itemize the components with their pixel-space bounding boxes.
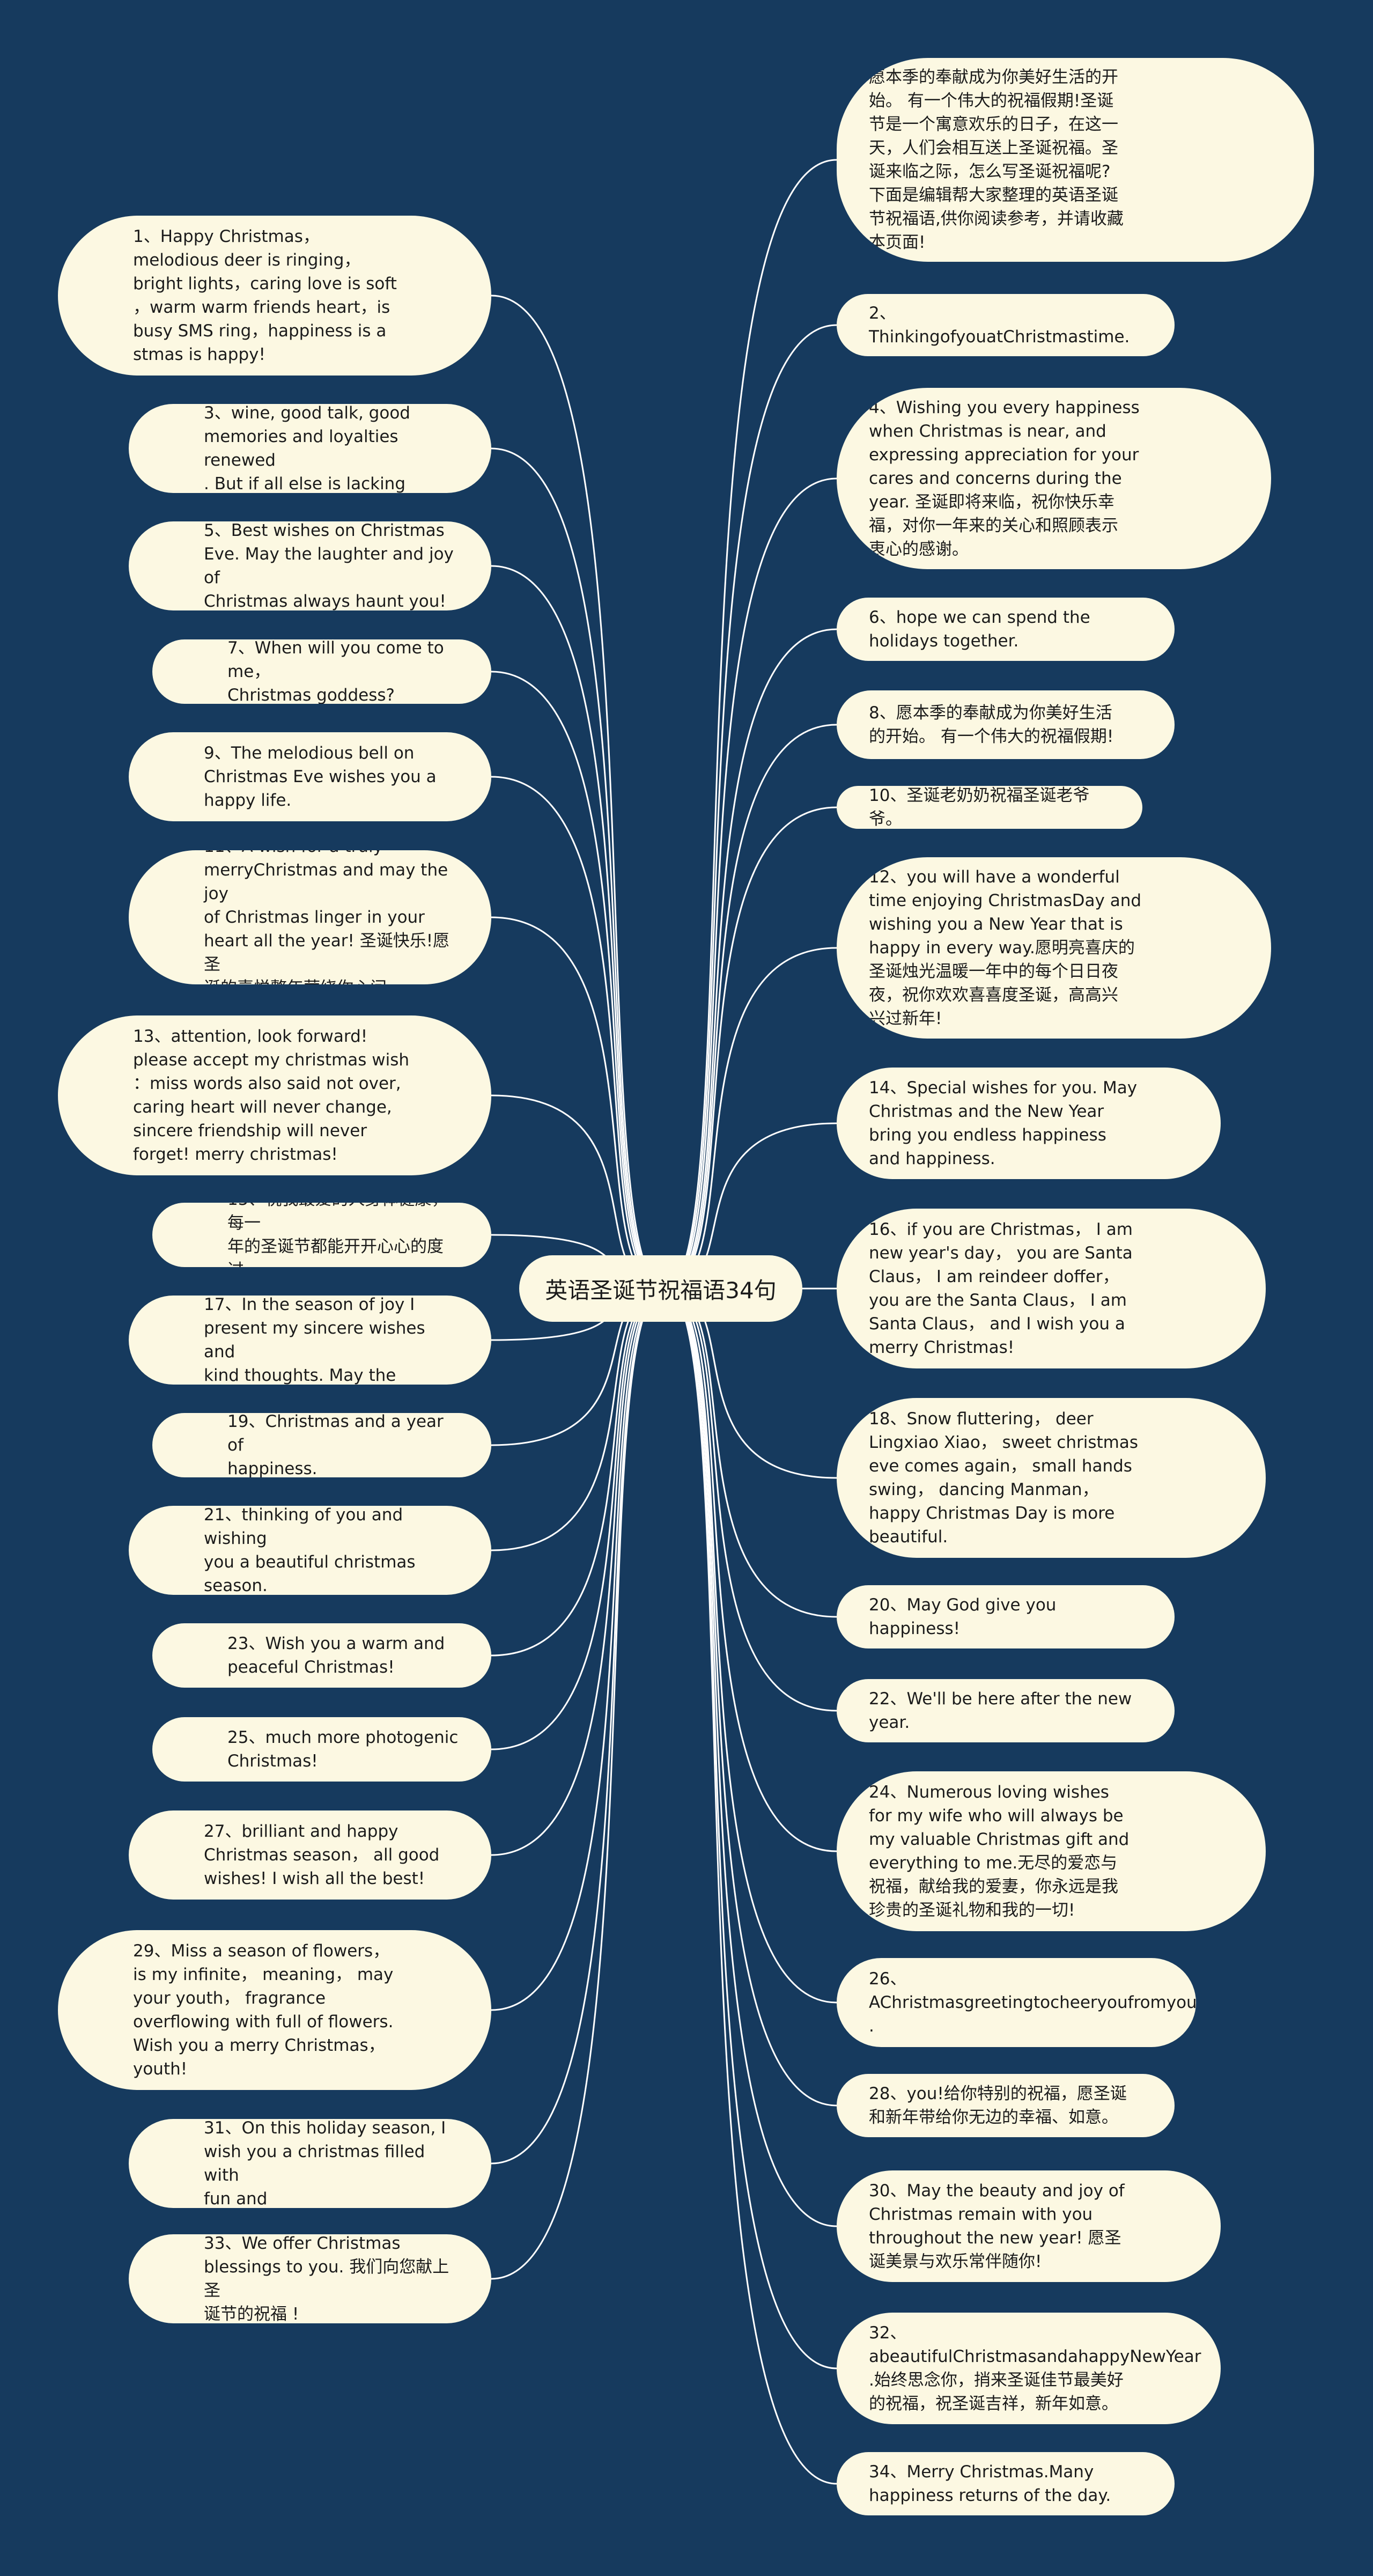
topic-node-text: 愿本季的奉献成为你美好生活的开 始。 有一个伟大的祝福假期!圣诞 节是一个寓意欢… — [869, 67, 1124, 253]
topic-node-text: 4、Wishing you every happiness when Chris… — [869, 398, 1140, 560]
connector-n31 — [491, 1287, 666, 2165]
topic-node-text: 30、May the beauty and joy of Christmas r… — [869, 2181, 1125, 2272]
topic-node-n7[interactable]: 7、When will you come to me， Christmas go… — [152, 639, 491, 704]
connector-n7 — [491, 671, 666, 1290]
topic-node-text: 13、attention, look forward! please accep… — [133, 1026, 409, 1165]
topic-node-intro[interactable]: 愿本季的奉献成为你美好生活的开 始。 有一个伟大的祝福假期!圣诞 节是一个寓意欢… — [837, 58, 1314, 262]
connector-n6 — [665, 628, 837, 1290]
topic-node-n6[interactable]: 6、hope we can spend the holidays togethe… — [837, 598, 1175, 661]
connector-intro — [665, 159, 837, 1290]
topic-node-text: 28、you!给你特别的祝福，愿圣诞 和新年带给你无边的幸福、如意。 — [869, 2084, 1127, 2127]
topic-node-n23[interactable]: 23、Wish you a warm and peaceful Christma… — [152, 1623, 491, 1688]
topic-node-n5[interactable]: 5、Best wishes on Christmas Eve. May the … — [129, 521, 491, 610]
connector-n23 — [491, 1287, 666, 1657]
topic-node-text: 1、Happy Christmas， melodious deer is rin… — [133, 226, 397, 365]
topic-node-n26[interactable]: 26、 AChristmasgreetingtocheeryoufromyou … — [837, 1958, 1196, 2047]
topic-node-n25[interactable]: 25、much more photogenic Christmas! — [152, 1717, 491, 1782]
topic-node-text: 21、thinking of you and wishing you a bea… — [204, 1506, 416, 1595]
connector-n22 — [665, 1287, 837, 1712]
topic-node-n33[interactable]: 33、We offer Christmas blessings to you. … — [129, 2234, 491, 2323]
central-topic[interactable]: 英语圣诞节祝福语34句 — [519, 1255, 802, 1322]
topic-node-n22[interactable]: 22、We'll be here after the new year. — [837, 1679, 1175, 1742]
topic-node-text: 6、hope we can spend the holidays togethe… — [869, 607, 1090, 651]
topic-node-n2[interactable]: 2、 ThinkingofyouatChristmastime. — [837, 294, 1175, 356]
connector-n27 — [491, 1287, 666, 1856]
connector-n33 — [491, 1287, 666, 2280]
connector-n28 — [665, 1287, 837, 2107]
topic-node-n20[interactable]: 20、May God give you happiness! — [837, 1585, 1175, 1648]
connector-n3 — [491, 447, 666, 1290]
topic-node-n19[interactable]: 19、Christmas and a year of happiness. — [152, 1413, 491, 1477]
topic-node-n10[interactable]: 10、圣诞老奶奶祝福圣诞老爷爷。 — [837, 786, 1142, 829]
topic-node-n13[interactable]: 13、attention, look forward! please accep… — [58, 1015, 491, 1175]
topic-node-n8[interactable]: 8、愿本季的奉献成为你美好生活 的开始。 有一个伟大的祝福假期! — [837, 690, 1175, 759]
topic-node-n32[interactable]: 32、 abeautifulChristmasandahappyNewYear … — [837, 2313, 1221, 2424]
topic-node-text: 2、 ThinkingofyouatChristmastime. — [869, 303, 1130, 347]
topic-node-n1[interactable]: 1、Happy Christmas， melodious deer is rin… — [58, 216, 491, 376]
topic-node-text: 18、Snow fluttering， deer Lingxiao Xiao， … — [869, 1409, 1139, 1547]
topic-node-text: 34、Merry Christmas.Many happiness return… — [869, 2462, 1111, 2505]
connector-n25 — [491, 1287, 666, 1750]
topic-node-text: 25、much more photogenic Christmas! — [227, 1727, 459, 1771]
topic-node-n14[interactable]: 14、Special wishes for you. May Christmas… — [837, 1068, 1221, 1179]
topic-node-text: 27、brilliant and happy Christmas season，… — [204, 1821, 440, 1888]
topic-node-n24[interactable]: 24、Numerous loving wishes for my wife wh… — [837, 1771, 1266, 1931]
topic-node-n31[interactable]: 31、On this holiday season, I wish you a … — [129, 2119, 491, 2208]
connector-n30 — [665, 1287, 837, 2227]
topic-node-text: 11、A wish for a truly merryChristmas and… — [204, 850, 450, 984]
connector-n32 — [665, 1287, 837, 2369]
topic-node-n3[interactable]: 3、wine, good talk, good memories and loy… — [129, 404, 491, 493]
topic-node-text: 15、祝我最爱的人身体健康，每一 年的圣诞节都能开开心心的度过。 — [227, 1203, 448, 1267]
topic-node-text: 8、愿本季的奉献成为你美好生活 的开始。 有一个伟大的祝福假期! — [869, 703, 1114, 746]
central-topic-label: 英语圣诞节祝福语34句 — [545, 1277, 777, 1304]
topic-node-n9[interactable]: 9、The melodious bell on Christmas Eve wi… — [129, 732, 491, 821]
topic-node-text: 14、Special wishes for you. May Christmas… — [869, 1078, 1138, 1169]
topic-node-text: 12、you will have a wonderful time enjoyi… — [869, 867, 1142, 1029]
topic-node-text: 20、May God give you happiness! — [869, 1595, 1057, 1638]
connector-n9 — [491, 776, 666, 1290]
topic-node-text: 26、 AChristmasgreetingtocheeryoufromyou … — [869, 1969, 1196, 2036]
connector-n8 — [665, 724, 837, 1290]
topic-node-n17[interactable]: 17、In the season of joy I present my sin… — [129, 1296, 491, 1385]
topic-node-n27[interactable]: 27、brilliant and happy Christmas season，… — [129, 1810, 491, 1900]
topic-node-text: 7、When will you come to me， Christmas go… — [227, 639, 444, 704]
topic-node-text: 5、Best wishes on Christmas Eve. May the … — [204, 521, 454, 610]
topic-node-n29[interactable]: 29、Miss a season of flowers， is my infin… — [58, 1930, 491, 2090]
topic-node-text: 29、Miss a season of flowers， is my infin… — [133, 1941, 394, 2079]
connector-n1 — [491, 295, 666, 1290]
connector-n24 — [665, 1287, 837, 1852]
topic-node-text: 17、In the season of joy I present my sin… — [204, 1296, 425, 1385]
topic-node-text: 3、wine, good talk, good memories and loy… — [204, 404, 410, 493]
topic-node-text: 16、if you are Christmas， I am new year's… — [869, 1219, 1133, 1358]
topic-node-text: 24、Numerous loving wishes for my wife wh… — [869, 1782, 1130, 1920]
topic-node-n16[interactable]: 16、if you are Christmas， I am new year's… — [837, 1209, 1266, 1368]
topic-node-n15[interactable]: 15、祝我最爱的人身体健康，每一 年的圣诞节都能开开心心的度过。 — [152, 1203, 491, 1267]
connector-n26 — [665, 1287, 837, 2004]
topic-node-n34[interactable]: 34、Merry Christmas.Many happiness return… — [837, 2452, 1175, 2515]
topic-node-n18[interactable]: 18、Snow fluttering， deer Lingxiao Xiao， … — [837, 1398, 1266, 1558]
topic-node-text: 31、On this holiday season, I wish you a … — [204, 2119, 446, 2208]
topic-node-text: 10、圣诞老奶奶祝福圣诞老爷爷。 — [869, 786, 1090, 829]
topic-node-text: 23、Wish you a warm and peaceful Christma… — [227, 1633, 445, 1677]
connector-n2 — [665, 324, 837, 1290]
topic-node-text: 19、Christmas and a year of happiness. — [227, 1413, 444, 1477]
topic-node-n4[interactable]: 4、Wishing you every happiness when Chris… — [837, 388, 1271, 569]
topic-node-text: 9、The melodious bell on Christmas Eve wi… — [204, 743, 437, 810]
topic-node-text: 33、We offer Christmas blessings to you. … — [204, 2234, 449, 2323]
topic-node-n11[interactable]: 11、A wish for a truly merryChristmas and… — [129, 850, 491, 984]
topic-node-n21[interactable]: 21、thinking of you and wishing you a bea… — [129, 1506, 491, 1595]
connector-n11 — [491, 916, 666, 1290]
topic-node-n28[interactable]: 28、you!给你特别的祝福，愿圣诞 和新年带给你无边的幸福、如意。 — [837, 2074, 1175, 2137]
connector-n29 — [491, 1287, 666, 2011]
connector-n4 — [665, 477, 837, 1290]
topic-node-n12[interactable]: 12、you will have a wonderful time enjoyi… — [837, 857, 1271, 1039]
connector-n10 — [665, 806, 837, 1290]
topic-node-text: 22、We'll be here after the new year. — [869, 1689, 1132, 1732]
topic-node-text: 32、 abeautifulChristmasandahappyNewYear … — [869, 2323, 1201, 2414]
connector-n34 — [665, 1287, 837, 2485]
connector-n5 — [491, 565, 666, 1290]
topic-node-n30[interactable]: 30、May the beauty and joy of Christmas r… — [837, 2170, 1221, 2282]
